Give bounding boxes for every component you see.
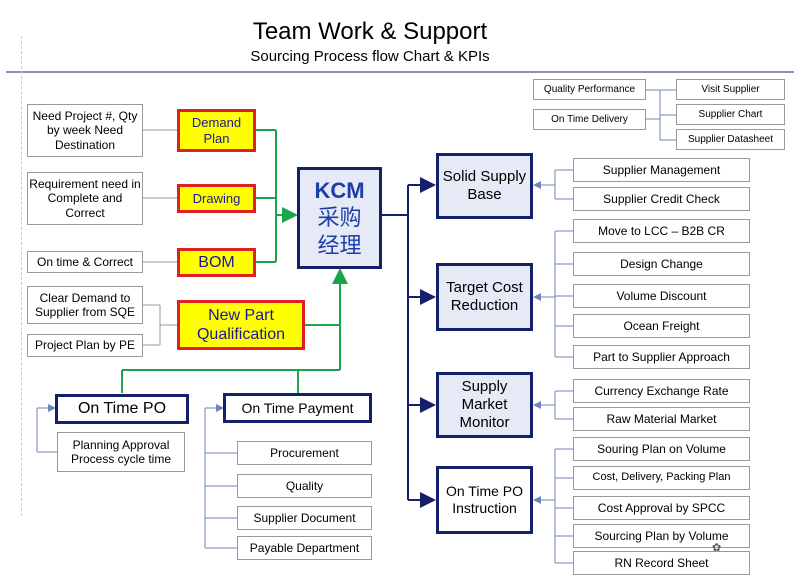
quality-performance-box: Quality Performance xyxy=(533,79,646,100)
item-souring-plan-on-volume: Souring Plan on Volume xyxy=(573,437,750,461)
drawing-box: Drawing xyxy=(177,184,256,213)
item-supplier-credit-check: Supplier Credit Check xyxy=(573,187,750,211)
visit-supplier-box: Visit Supplier xyxy=(676,79,785,100)
on-time-delivery-box: On Time Delivery xyxy=(533,109,646,130)
on-time-payment-box: On Time Payment xyxy=(223,393,372,423)
kcm-line3: 经理 xyxy=(317,232,362,258)
item-currency-exchange-rate: Currency Exchange Rate xyxy=(573,379,750,403)
supplier-datasheet-box: Supplier Datasheet xyxy=(676,129,785,150)
bom-box: BOM xyxy=(177,248,256,277)
supplier-chart-box: Supplier Chart xyxy=(676,104,785,125)
planning-approval-box: Planning Approval Process cycle time xyxy=(57,432,185,472)
page-title: Team Work & Support xyxy=(252,18,488,45)
watermark-icon: ✿ xyxy=(712,542,722,554)
on-time-po-box: On Time PO xyxy=(55,394,189,424)
item-sourcing-plan-by-volume: Sourcing Plan by Volume xyxy=(573,524,750,548)
supply-market-monitor-box: Supply Market Monitor xyxy=(436,372,533,438)
on-time-correct-box: On time & Correct xyxy=(27,251,143,273)
need-project-box: Need Project #, Qty by week Need Destina… xyxy=(27,104,143,157)
left-dashed-guide xyxy=(21,36,23,516)
item-volume-discount: Volume Discount xyxy=(573,284,750,308)
payment-item-supplier-document: Supplier Document xyxy=(237,506,372,530)
demand-plan-box: Demand Plan xyxy=(177,109,256,152)
solid-supply-base-box: Solid Supply Base xyxy=(436,153,533,219)
target-cost-reduction-box: Target Cost Reduction xyxy=(436,263,533,331)
item-design-change: Design Change xyxy=(573,252,750,276)
item-supplier-management: Supplier Management xyxy=(573,158,750,182)
project-plan-box: Project Plan by PE xyxy=(27,334,143,357)
new-part-qualification-box: New Part Qualification xyxy=(177,300,305,350)
item-raw-material-market: Raw Material Market xyxy=(573,407,750,431)
payment-item-payable-department: Payable Department xyxy=(237,536,372,560)
payment-item-procurement: Procurement xyxy=(237,441,372,465)
item-rn-record-sheet: RN Record Sheet xyxy=(573,551,750,575)
kcm-line2: 采购 xyxy=(317,205,362,231)
requirement-box: Requirement need in Complete and Correct xyxy=(27,172,143,225)
item-cost-delivery-packing-plan: Cost, Delivery, Packing Plan xyxy=(573,466,750,490)
payment-item-quality: Quality xyxy=(237,474,372,498)
header-divider xyxy=(6,71,794,73)
kcm-procurement-manager-box: KCM 采购 经理 xyxy=(297,167,382,269)
kcm-label: KCM xyxy=(314,177,365,203)
on-time-po-instruction-box: On Time PO Instruction xyxy=(436,466,533,534)
item-part-to-supplier-approach: Part to Supplier Approach xyxy=(573,345,750,369)
item-move-to-lcc: Move to LCC – B2B CR xyxy=(573,219,750,243)
clear-demand-box: Clear Demand to Supplier from SQE xyxy=(27,286,143,324)
item-ocean-freight: Ocean Freight xyxy=(573,314,750,338)
page-subtitle: Sourcing Process flow Chart & KPIs xyxy=(250,48,490,65)
item-cost-approval-by-spcc: Cost Approval by SPCC xyxy=(573,496,750,520)
